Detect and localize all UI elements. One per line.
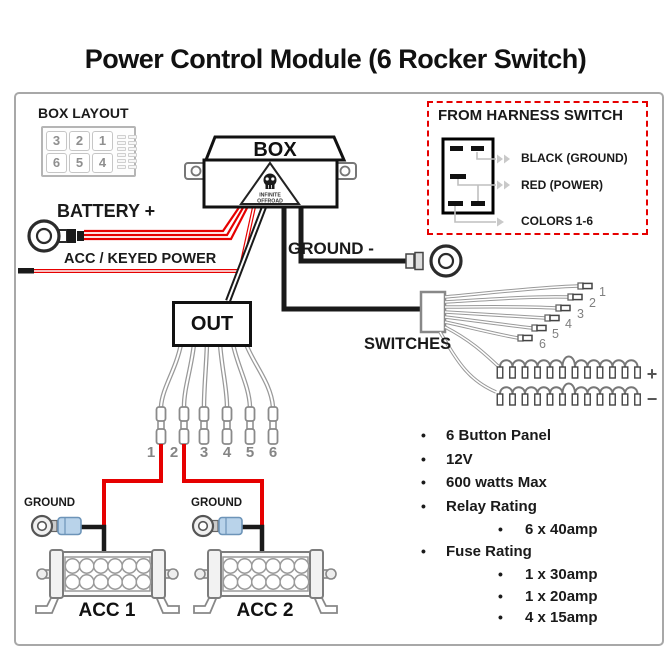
battery-ring-terminal <box>27 219 61 253</box>
callout-arrows <box>497 154 510 227</box>
lead-number-3: 3 <box>577 307 584 321</box>
lead-number-6: 6 <box>539 337 546 351</box>
switches-wire <box>281 207 421 312</box>
spec-item: •6 Button Panel <box>421 427 552 444</box>
spec-list: •6 Button Panel •12V •600 watts Max •Rel… <box>406 427 656 631</box>
box-label: BOX <box>253 139 297 161</box>
control-box: BOX INFINITE OFFROAD <box>184 135 357 209</box>
power-daisy-chain: + <box>496 355 658 384</box>
switches-label: SWITCHES <box>364 335 452 353</box>
layout-cell: 1 <box>92 130 113 151</box>
lead-number-5: 5 <box>552 327 559 341</box>
spec-subitem: •1 x 30amp <box>498 566 598 583</box>
ground-label: GROUND - <box>288 239 374 258</box>
acc2-ground-label: GROUND <box>191 497 243 509</box>
spec-subitem: •4 x 15amp <box>498 609 598 626</box>
ground-ring-terminal <box>429 244 463 278</box>
logo-text-top: INFINITE <box>259 193 281 199</box>
diagram-border <box>14 92 664 646</box>
chain-plus-sign: + <box>647 364 658 384</box>
lead-number-1: 1 <box>599 285 606 299</box>
acc2-ground-ring <box>191 514 215 538</box>
harness-red-label: RED (POWER) <box>521 178 603 192</box>
lead-number-4: 4 <box>565 317 572 331</box>
out-label: OUT <box>190 312 234 335</box>
out-number-1: 1 <box>147 444 155 461</box>
switch-lead-numbers: 1 2 3 4 5 6 <box>539 285 606 351</box>
out-connector-box: OUT <box>172 301 252 347</box>
harness-title: FROM HARNESS SWITCH <box>438 107 623 124</box>
spec-item: •Relay Rating <box>421 497 537 515</box>
harness-colors-label: COLORS 1-6 <box>521 214 594 228</box>
out-wire <box>225 205 267 303</box>
battery-label: BATTERY + <box>57 201 156 221</box>
ground-wire <box>298 207 424 271</box>
spec-item: •600 watts Max <box>421 474 547 491</box>
spec-item: •Fuse Rating <box>421 542 532 560</box>
spec-subitem: •6 x 40amp <box>498 521 598 538</box>
layout-cell: 4 <box>92 152 113 173</box>
layout-cell: 5 <box>69 152 90 173</box>
out-number-5: 5 <box>246 444 254 461</box>
out-number-3: 3 <box>200 444 208 461</box>
page-title: Power Control Module (6 Rocker Switch) <box>84 44 587 74</box>
ground-daisy-chain: − <box>496 382 658 409</box>
layout-cell: 2 <box>69 130 90 151</box>
box-layout-grid: 3 2 1 6 5 4 <box>41 126 137 177</box>
logo-text-bottom: OFFROAD <box>257 199 283 205</box>
relay-cell-grid: 3 2 1 6 5 4 <box>46 130 113 173</box>
acc2-ground-assembly <box>191 514 265 553</box>
acc1-ground-ring <box>30 514 54 538</box>
infinite-offroad-logo: INFINITE OFFROAD <box>239 161 301 205</box>
acc1-ground-assembly <box>30 514 107 553</box>
layout-cell: 6 <box>46 152 67 173</box>
layout-cell: 3 <box>46 130 67 151</box>
spec-subitem: •1 x 20amp <box>498 587 598 605</box>
switch-callout-lines <box>454 152 496 223</box>
acc-output-wires <box>102 444 264 529</box>
acc1-label: ACC 1 <box>78 600 136 621</box>
out-numbers: 1 2 3 4 5 6 <box>147 444 277 461</box>
acc-keyed-power-label: ACC / KEYED POWER <box>64 251 217 267</box>
acc2-label: ACC 2 <box>236 600 294 621</box>
out-number-4: 4 <box>223 444 232 461</box>
skull-icon <box>263 173 277 189</box>
switches-connector <box>419 290 447 334</box>
chain-minus-sign: − <box>647 389 658 409</box>
harness-switch-callout: FROM HARNESS SWITCH BLACK (GROUND) RED (… <box>427 101 648 235</box>
out-fan-wires <box>158 343 276 408</box>
box-layout-title: BOX LAYOUT <box>38 105 129 121</box>
fuse-slot-column <box>117 134 137 169</box>
harness-black-label: BLACK (GROUND) <box>521 151 628 165</box>
lead-number-2: 2 <box>589 296 596 310</box>
acc1-ground-label: GROUND <box>24 497 76 509</box>
out-bullet-connectors <box>155 406 279 445</box>
out-number-6: 6 <box>269 444 277 461</box>
out-number-2: 2 <box>170 444 178 461</box>
switch-fan-wires <box>438 284 579 394</box>
spec-item: •12V <box>421 450 473 468</box>
rocker-switch-icon <box>441 137 510 227</box>
battery-positive-wire <box>58 205 249 243</box>
